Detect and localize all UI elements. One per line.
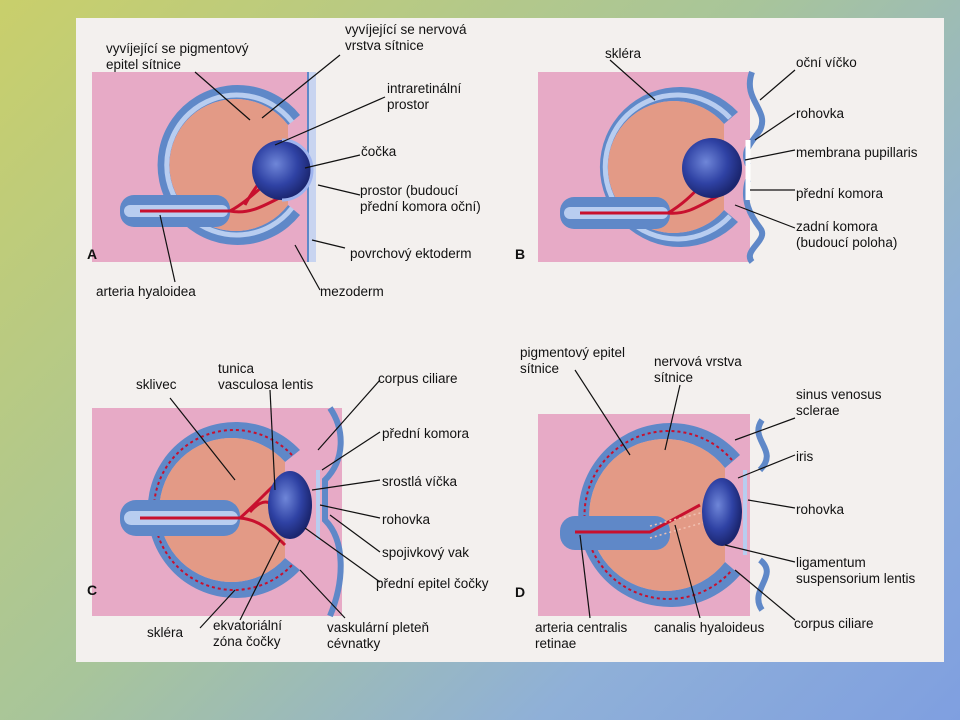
label-a-lens: čočka [361,144,397,159]
label-b-cornea: rohovka [796,106,845,121]
label-d-pigment-epithelium: pigmentový epitel sítnice [520,345,626,376]
label-c-fused-eyelids: srostlá víčka [382,474,458,489]
panel-a-drawing [92,72,316,262]
label-c-anterior-chamber: přední komora [382,426,470,441]
panel-b-lens [682,138,742,198]
label-d-central-artery: arteria centralis retinae [535,620,628,651]
label-c-lens-epithelium: přední epitel čočky [376,576,489,591]
label-c-sclera: skléra [147,625,184,640]
label-c-vascular-plexus: vaskulární pleteň cévnatky [327,620,430,651]
label-a-neural-layer: vyvíjející se nervová vrstva sítnice [345,22,467,53]
panel-letter-b: B [515,246,526,262]
label-d-neural-layer: nervová vrstva sítnice [654,354,742,385]
panel-d-lens [702,478,742,546]
panel-letter-d: D [515,584,526,600]
label-d-hyaloid-canal: canalis hyaloideus [654,620,765,635]
panel-d-central-artery [575,503,701,534]
panel-a-lens [252,140,312,200]
label-d-iris: iris [796,449,814,464]
panel-d-hyaloid-canal [649,509,713,539]
label-b-pupillary-membrane: membrana pupillaris [796,145,918,160]
panel-c-lens [268,471,312,539]
panel-d-drawing [538,414,770,616]
label-b-sclera: skléra [605,46,642,61]
label-d-ciliary-body: corpus ciliare [794,616,874,631]
panel-b-drawing [538,70,766,264]
label-d-schlemm-sinus: sinus venosus sclerae [796,387,882,418]
label-c-ciliary-body: corpus ciliare [378,371,458,386]
panel-d-vitreous [589,439,725,591]
panel-d-eyelids [755,418,770,612]
panel-letter-a: A [87,246,98,262]
panel-b-optic-cup [599,87,738,248]
label-c-conjunctival-sac: spojivkový vak [382,545,470,560]
label-b-anterior-chamber: přední komora [796,186,884,201]
label-c-vitreous: sklivec [136,377,177,392]
label-d-cornea: rohovka [796,502,845,517]
label-a-surface-ectoderm: povrchový ektoderm [350,246,472,261]
label-b-posterior-chamber: zadní komora (budoucí poloha) [796,219,898,250]
panel-c-fused-eyelids [322,406,344,618]
label-a-hyaloid-artery: arteria hyaloidea [96,284,196,299]
label-d-ligament: ligamentum suspensorium lentis [796,555,916,586]
label-a-pigment-epithelium: vyvíjející se pigmentový epitel sítnice [106,41,249,72]
panel-c-drawing [92,406,344,618]
label-b-eyelid: oční víčko [796,55,857,70]
panel-d-choroid [583,430,733,600]
label-c-cornea: rohovka [382,512,431,527]
label-c-tunica: tunica vasculosa lentis [218,361,314,392]
label-a-future-chamber: prostor (budoucí přední komora oční) [360,183,481,214]
panel-c-optic-cup [147,422,300,598]
leader-lines [159,54,796,629]
label-a-mesoderm: mezoderm [320,284,384,299]
panel-letter-c: C [87,582,98,598]
label-a-intraretinal-space: intraretinální prostor [387,81,462,112]
label-c-equatorial-zone: ekvatoriální zóna čočky [213,618,283,649]
panel-d-retina [578,422,740,607]
